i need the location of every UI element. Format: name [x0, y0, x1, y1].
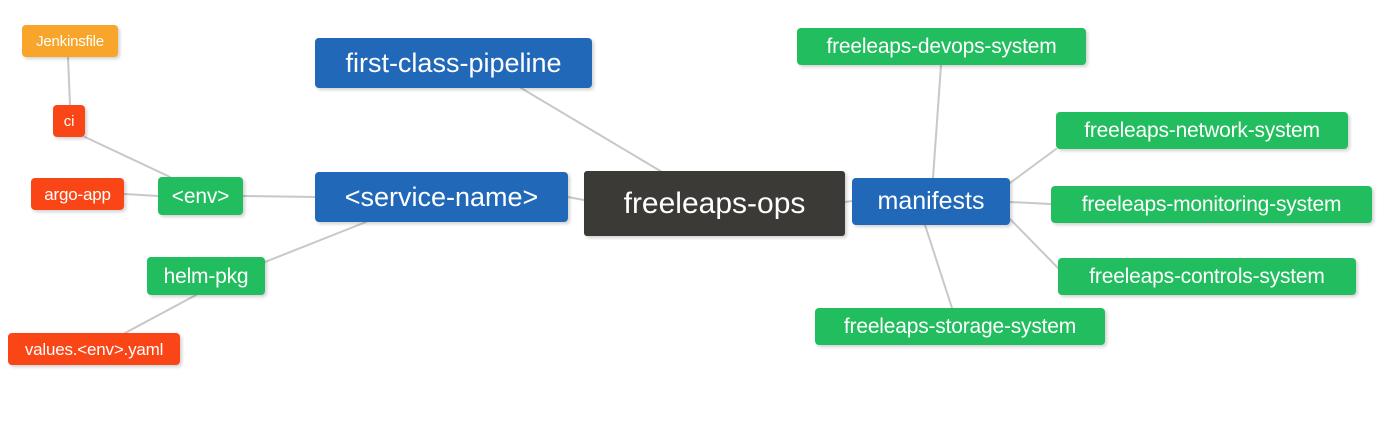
node-jenkinsfile[interactable]: Jenkinsfile: [22, 25, 118, 57]
edge-freeleaps-network-system-to-manifests: [1009, 148, 1057, 184]
node-label: freeleaps-controls-system: [1089, 265, 1325, 288]
node-label: first-class-pipeline: [345, 47, 562, 78]
node-label: Jenkinsfile: [36, 32, 104, 50]
node-freeleaps-controls-system[interactable]: freeleaps-controls-system: [1058, 258, 1356, 295]
node-freeleaps-network-system[interactable]: freeleaps-network-system: [1056, 112, 1348, 149]
node-label: freeleaps-storage-system: [843, 315, 1077, 338]
edge-freeleaps-devops-system-to-manifests: [932, 64, 942, 179]
edge-argo-app-to-env: [123, 193, 159, 197]
edge-jenkinsfile-to-ci: [67, 56, 71, 106]
edge-freeleaps-storage-system-to-manifests: [924, 224, 953, 309]
node-label: freeleaps-monitoring-system: [1081, 193, 1342, 216]
node-label: ci: [63, 112, 75, 130]
node-label: freeleaps-network-system: [1084, 119, 1320, 142]
node-label: helm-pkg: [163, 264, 249, 288]
node-label: <env>: [171, 184, 230, 208]
node-label: <service-name>: [344, 181, 539, 212]
node-label: freeleaps-ops: [623, 186, 806, 220]
edge-freeleaps-monitoring-system-to-manifests: [1009, 201, 1052, 205]
node-service-name[interactable]: <service-name>: [315, 172, 568, 222]
node-root[interactable]: freeleaps-ops: [584, 171, 845, 236]
node-freeleaps-devops-system[interactable]: freeleaps-devops-system: [797, 28, 1086, 65]
node-values-env-yaml[interactable]: values.<env>.yaml: [8, 333, 180, 365]
edge-freeleaps-controls-system-to-manifests: [1009, 218, 1059, 269]
node-helm-pkg[interactable]: helm-pkg: [147, 257, 265, 295]
node-label: manifests: [877, 187, 985, 215]
node-env[interactable]: <env>: [158, 177, 243, 215]
edge-values-env-yaml-to-helm-pkg: [124, 294, 197, 334]
node-label: values.<env>.yaml: [24, 339, 164, 359]
edge-env-to-service-name: [242, 195, 316, 198]
edge-service-name-to-root: [567, 196, 585, 201]
node-manifests[interactable]: manifests: [852, 178, 1010, 225]
edge-root-to-manifests: [844, 200, 853, 203]
node-freeleaps-storage-system[interactable]: freeleaps-storage-system: [815, 308, 1105, 345]
edge-ci-to-env: [84, 136, 171, 178]
edge-first-class-pipeline-to-root: [520, 87, 663, 173]
node-first-class-pipeline[interactable]: first-class-pipeline: [315, 38, 592, 88]
node-argo-app[interactable]: argo-app: [31, 178, 124, 210]
node-label: freeleaps-devops-system: [826, 35, 1057, 58]
node-freeleaps-monitoring-system[interactable]: freeleaps-monitoring-system: [1051, 186, 1372, 223]
edge-helm-pkg-to-service-name: [264, 221, 367, 263]
node-ci[interactable]: ci: [53, 105, 85, 137]
node-label: argo-app: [44, 184, 111, 204]
